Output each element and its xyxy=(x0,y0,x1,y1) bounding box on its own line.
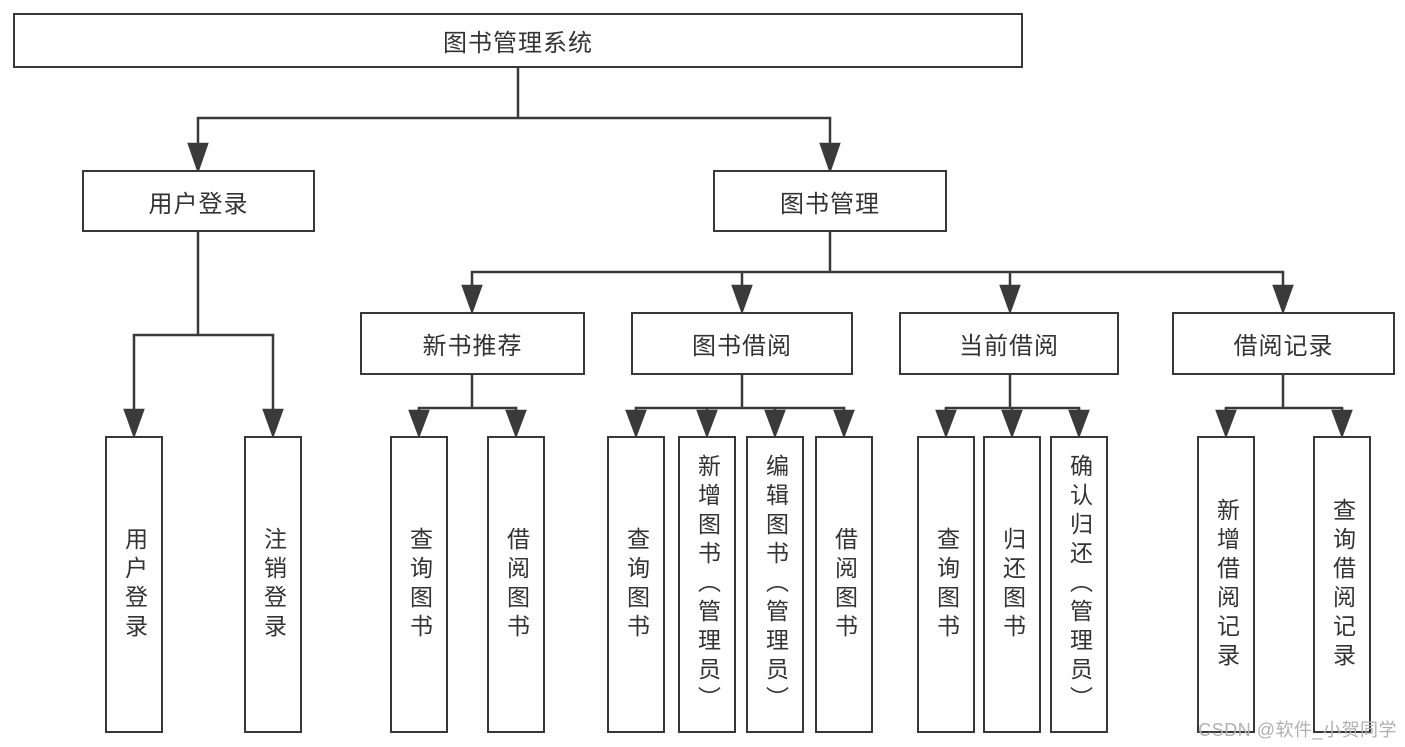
node-label: 新增借阅记录 xyxy=(1213,497,1240,672)
leaf-logout: 注销登录 xyxy=(244,436,302,733)
node-label: 归还图书 xyxy=(999,526,1026,643)
leaf-add-books-admin: 新增图书（管理员） xyxy=(678,436,736,733)
node-label: 新增图书（管理员） xyxy=(694,454,721,715)
csdn-watermark: CSDN @软件_小贺同学 xyxy=(1198,720,1397,740)
node-label: 注销登录 xyxy=(260,526,287,643)
node-label: 借阅记录 xyxy=(1233,333,1334,360)
node-label: 用户登录 xyxy=(148,190,249,218)
leaf-query-books-recommend: 查询图书 xyxy=(390,436,448,733)
node-label: 新书推荐 xyxy=(422,333,523,360)
node-current-borrowing: 当前借阅 xyxy=(899,312,1119,375)
node-label: 编辑图书（管理员） xyxy=(762,454,789,715)
node-borrowing-records: 借阅记录 xyxy=(1172,312,1395,375)
node-label: 确认归还（管理员） xyxy=(1066,454,1093,715)
node-label: 查询图书 xyxy=(406,526,433,643)
leaf-query-borrow-record: 查询借阅记录 xyxy=(1313,436,1371,733)
node-label: 图书借阅 xyxy=(692,333,792,360)
node-new-book-recommendation: 新书推荐 xyxy=(360,312,585,375)
node-book-management: 图书管理 xyxy=(713,170,947,232)
leaf-edit-books-admin: 编辑图书（管理员） xyxy=(746,436,804,733)
leaf-add-borrow-record: 新增借阅记录 xyxy=(1197,436,1255,733)
leaf-user-login: 用户登录 xyxy=(105,436,163,733)
node-label: 查询借阅记录 xyxy=(1329,497,1356,672)
node-book-borrowing: 图书借阅 xyxy=(631,312,853,375)
leaf-query-books-borrow: 查询图书 xyxy=(607,436,665,733)
leaf-return-books: 归还图书 xyxy=(983,436,1041,733)
node-label: 图书管理系统 xyxy=(443,30,593,57)
leaf-query-books-current: 查询图书 xyxy=(917,436,975,733)
leaf-borrow-books: 借阅图书 xyxy=(815,436,873,733)
node-label: 借阅图书 xyxy=(503,526,530,643)
leaf-borrow-books-recommend: 借阅图书 xyxy=(487,436,545,733)
node-user-login: 用户登录 xyxy=(82,170,315,232)
node-label: 查询图书 xyxy=(933,526,960,643)
leaf-confirm-return-admin: 确认归还（管理员） xyxy=(1050,436,1108,733)
node-label: 用户登录 xyxy=(121,526,148,643)
node-label: 图书管理 xyxy=(780,190,880,218)
node-label: 借阅图书 xyxy=(831,526,858,643)
node-library-management-system: 图书管理系统 xyxy=(13,13,1023,68)
node-label: 查询图书 xyxy=(623,526,650,643)
node-label: 当前借阅 xyxy=(959,333,1059,360)
